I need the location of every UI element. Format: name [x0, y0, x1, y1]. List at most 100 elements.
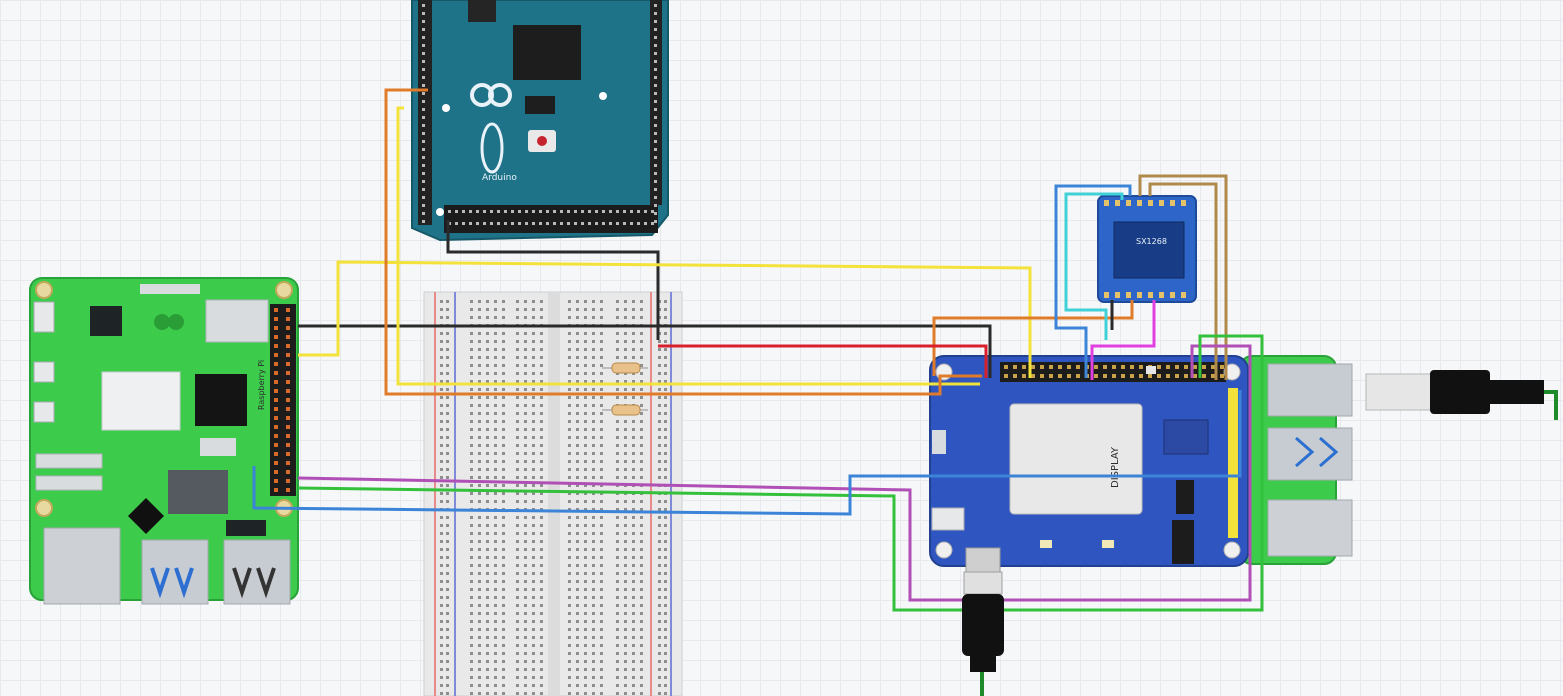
breadboard-hole: [486, 492, 489, 495]
breadboard-hole: [592, 636, 595, 639]
breadboard-hole: [494, 596, 497, 599]
breadboard-hole: [470, 468, 473, 471]
breadboard-hole: [524, 628, 527, 631]
header-pin: [654, 36, 657, 39]
breadboard-hole: [624, 548, 627, 551]
breadboard-hole: [616, 332, 619, 335]
breadboard-hole: [470, 396, 473, 399]
gpio-pin: [274, 398, 278, 402]
header-pin: [654, 44, 657, 47]
breadboard-hole: [632, 340, 635, 343]
breadboard-hole: [446, 436, 449, 439]
breadboard-hole: [640, 636, 643, 639]
breadboard-hole: [600, 596, 603, 599]
breadboard-hole: [640, 612, 643, 615]
header-pin: [422, 92, 425, 95]
breadboard-hole: [624, 532, 627, 535]
breadboard-hole: [632, 524, 635, 527]
breadboard-hole: [584, 668, 587, 671]
breadboard-hole: [524, 380, 527, 383]
breadboard-hole: [540, 692, 543, 695]
breadboard-hole: [532, 348, 535, 351]
breadboard-hole: [616, 604, 619, 607]
crystal-outline: [480, 122, 504, 174]
breadboard-hole: [478, 476, 481, 479]
breadboard-hole: [494, 476, 497, 479]
breadboard-hole: [658, 676, 661, 679]
breadboard-hole: [576, 564, 579, 567]
header-pin: [654, 76, 657, 79]
header-pin: [539, 210, 542, 213]
breadboard-hole: [478, 588, 481, 591]
breadboard-hole: [592, 380, 595, 383]
breadboard-hole: [440, 676, 443, 679]
breadboard-hole: [616, 532, 619, 535]
breadboard-hole: [516, 564, 519, 567]
header-pin: [518, 222, 521, 225]
breadboard-hole: [624, 444, 627, 447]
breadboard-hole: [470, 348, 473, 351]
breadboard-hole: [600, 508, 603, 511]
hat-pin: [1211, 374, 1215, 378]
header-pin: [654, 220, 657, 223]
hat-pin: [1040, 374, 1044, 378]
breadboard-hole: [494, 612, 497, 615]
gpio-pin: [274, 326, 278, 330]
breadboard-hole: [568, 316, 571, 319]
breadboard-hole: [532, 668, 535, 671]
breadboard-hole: [478, 660, 481, 663]
breadboard-hole: [446, 596, 449, 599]
breadboard-hole: [616, 428, 619, 431]
breadboard-hole: [576, 476, 579, 479]
breadboard-hole: [446, 588, 449, 591]
breadboard-hole: [624, 396, 627, 399]
breadboard-hole: [664, 668, 667, 671]
breadboard-hole: [532, 604, 535, 607]
breadboard-hole: [600, 540, 603, 543]
breadboard-hole: [524, 396, 527, 399]
breadboard-hole: [600, 388, 603, 391]
breadboard-hole: [592, 516, 595, 519]
display-hat-board: DISPLAY: [929, 355, 1249, 567]
breadboard-hole: [478, 548, 481, 551]
breadboard-hole: [486, 412, 489, 415]
breadboard-hole: [524, 412, 527, 415]
breadboard-hole: [616, 572, 619, 575]
breadboard-hole: [524, 636, 527, 639]
lora-pad: [1148, 292, 1153, 298]
breadboard-hole: [576, 692, 579, 695]
breadboard-hole: [524, 476, 527, 479]
breadboard-hole: [478, 452, 481, 455]
breadboard-hole: [592, 428, 595, 431]
breadboard-hole: [470, 388, 473, 391]
breadboard-hole: [478, 420, 481, 423]
hat-pin: [1130, 374, 1134, 378]
breadboard-hole: [540, 364, 543, 367]
header-pin: [654, 204, 657, 207]
breadboard-hole: [658, 468, 661, 471]
breadboard-hole: [592, 460, 595, 463]
breadboard-hole: [576, 580, 579, 583]
breadboard-hole: [592, 444, 595, 447]
breadboard-hole: [640, 596, 643, 599]
breadboard-hole: [502, 588, 505, 591]
breadboard-hole: [584, 564, 587, 567]
breadboard-hole: [440, 668, 443, 671]
header-pin: [422, 116, 425, 119]
breadboard-hole: [616, 436, 619, 439]
breadboard-hole: [470, 532, 473, 535]
breadboard-hole: [664, 332, 667, 335]
breadboard-hole: [632, 596, 635, 599]
breadboard-hole: [532, 412, 535, 415]
breadboard-hole: [478, 564, 481, 567]
breadboard-hole: [568, 412, 571, 415]
arduino-logo: [470, 83, 512, 107]
breadboard-hole: [516, 420, 519, 423]
breadboard-hole: [470, 548, 473, 551]
wire-magenta: [297, 344, 1252, 602]
breadboard-hole: [600, 380, 603, 383]
header-pin: [422, 132, 425, 135]
breadboard-hole: [470, 484, 473, 487]
gpio-pin: [274, 371, 278, 375]
breadboard-hole: [478, 668, 481, 671]
